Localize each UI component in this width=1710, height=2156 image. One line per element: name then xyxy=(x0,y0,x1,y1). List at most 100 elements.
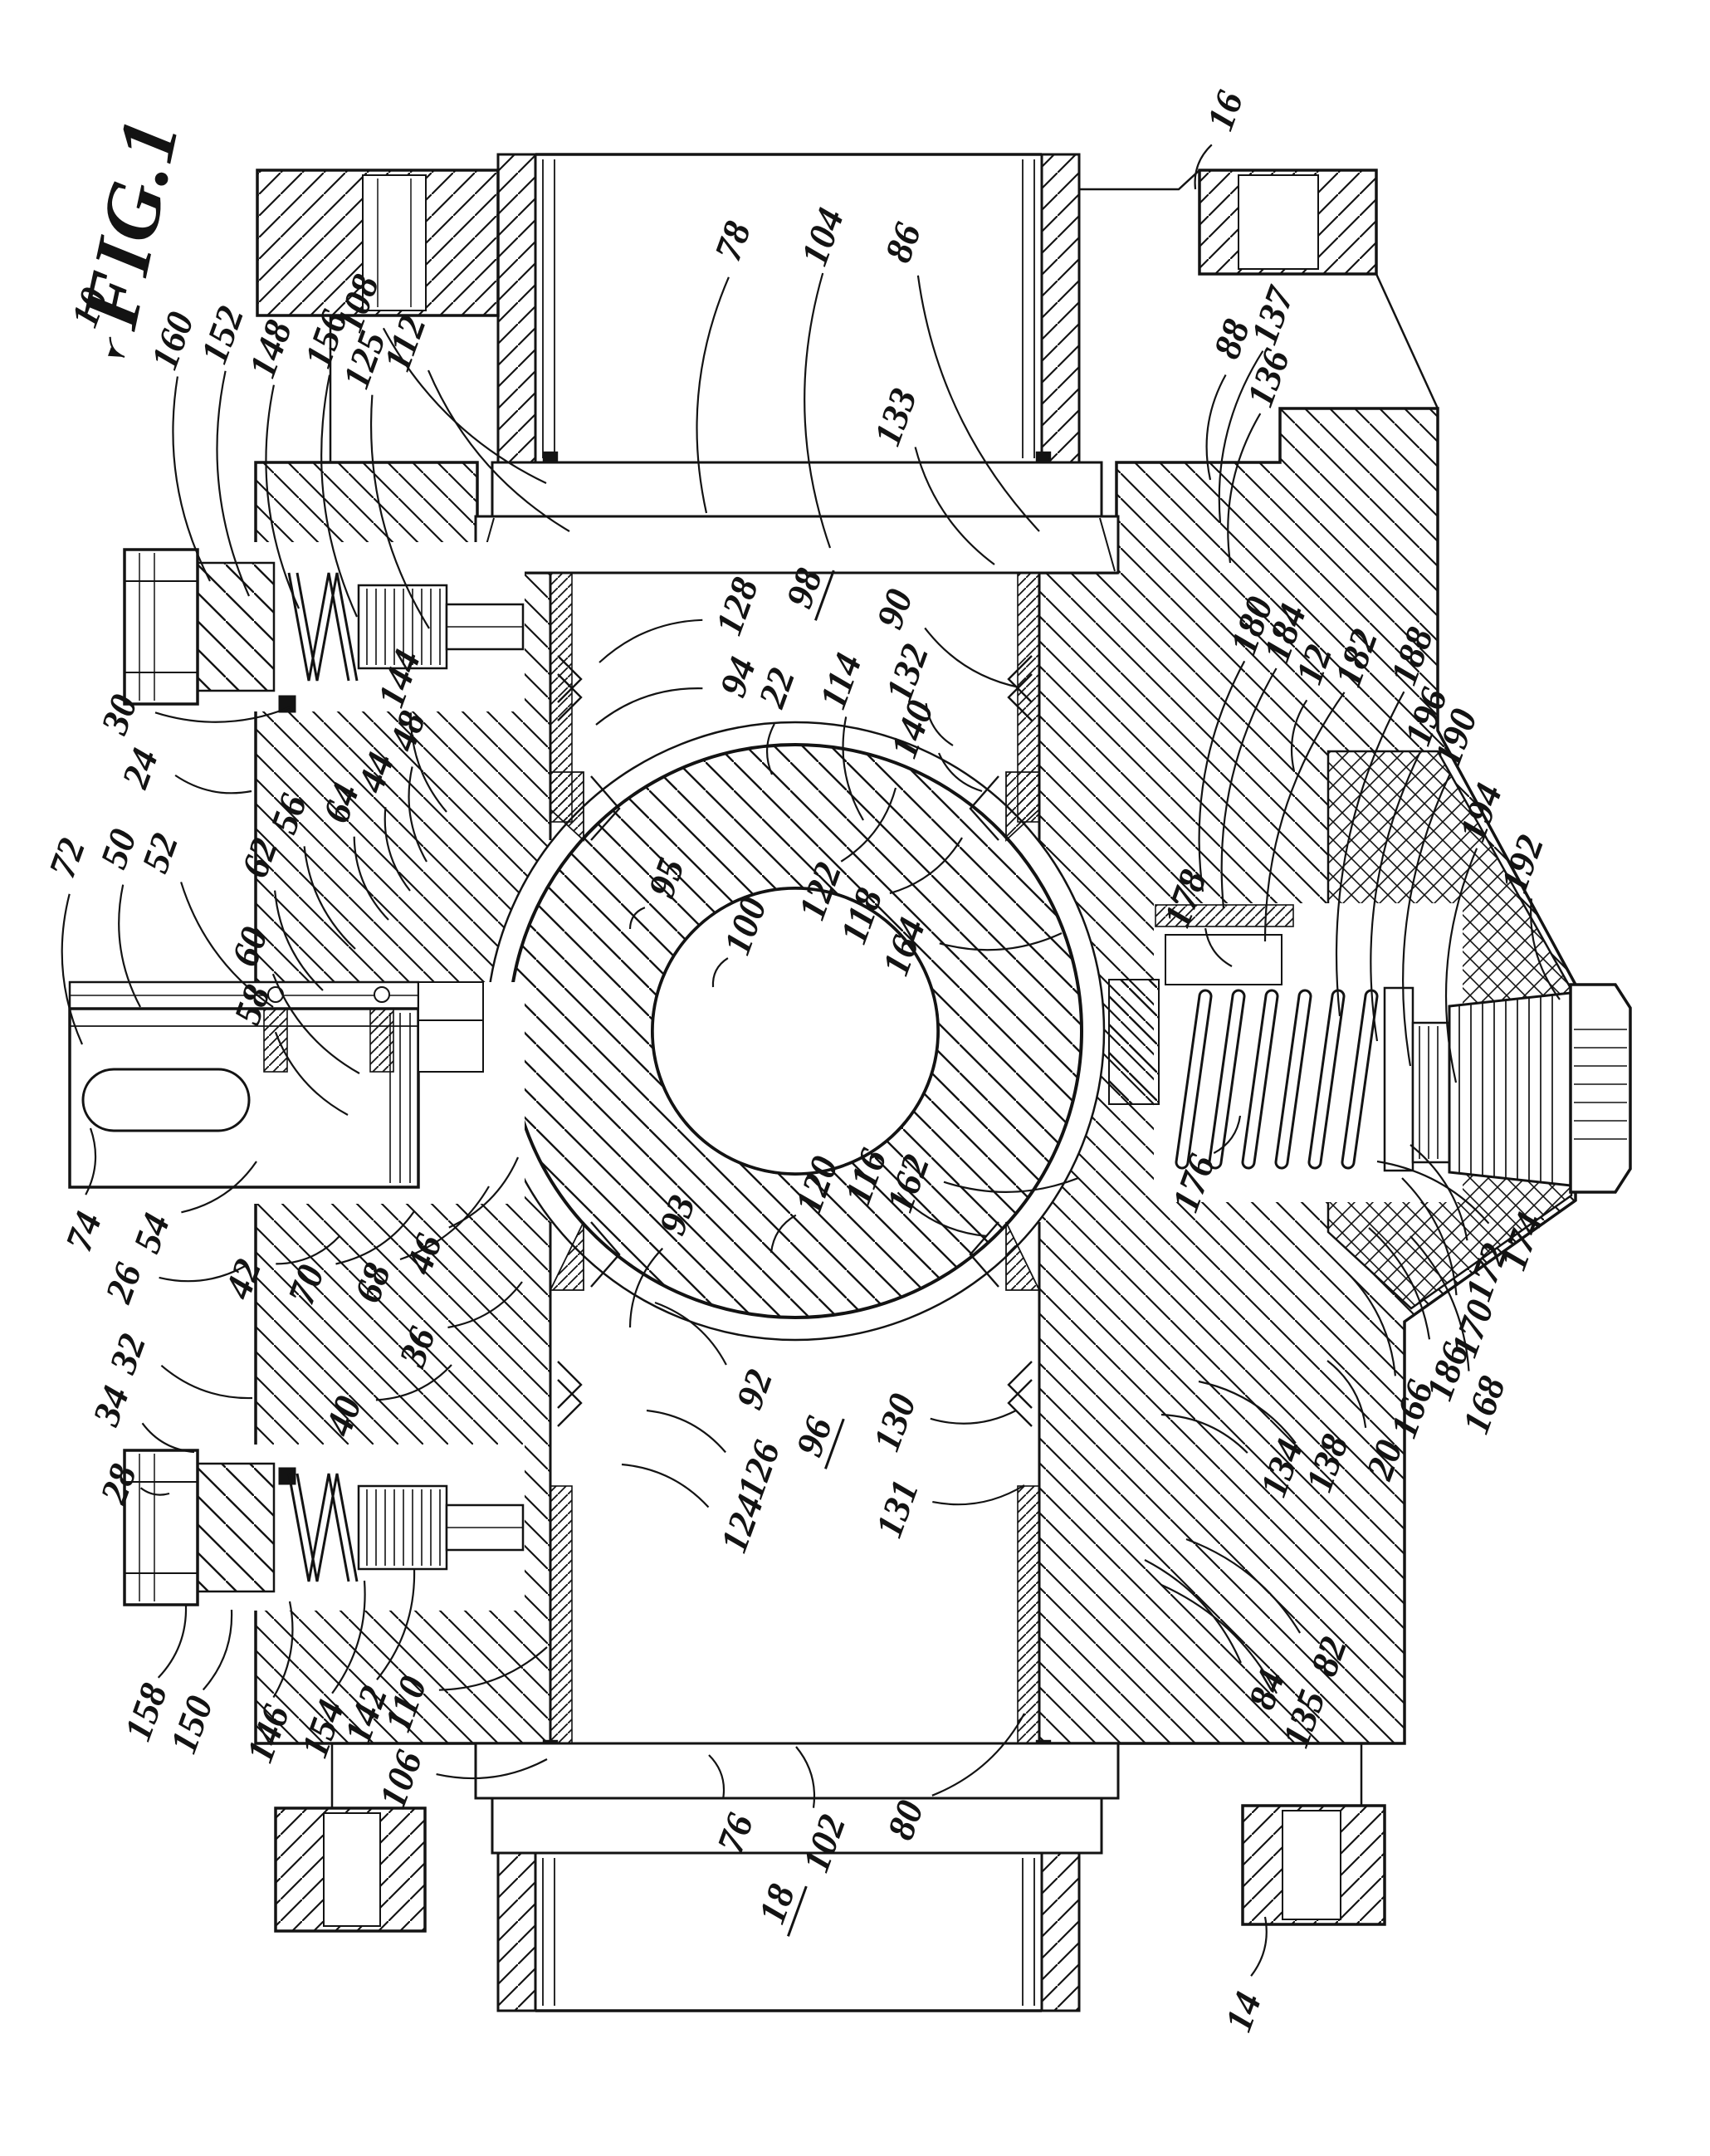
ref-label-78: 78 xyxy=(706,216,760,266)
bottom-flange-plate-upper xyxy=(474,1742,1120,1800)
seat-ring xyxy=(1108,979,1160,1105)
leader-150 xyxy=(202,1609,233,1691)
leader-62 xyxy=(274,890,324,991)
bottom-pipe-spool xyxy=(474,1742,1120,2012)
bolt-seal xyxy=(278,695,296,713)
leader-168 xyxy=(1410,1235,1470,1371)
ref-label-52: 52 xyxy=(134,828,187,878)
leader-44 xyxy=(384,807,411,892)
leader-174 xyxy=(1376,1160,1490,1225)
lower-bolt-assembly xyxy=(123,1445,525,1611)
leader-104 xyxy=(804,272,832,549)
leader-20 xyxy=(1326,1360,1367,1428)
leader-46 xyxy=(448,1156,520,1229)
stem-packing xyxy=(263,1008,288,1073)
svg-text:106: 106 xyxy=(371,1745,431,1813)
leader-lines xyxy=(61,144,1561,1977)
figure-title: FIG.1 xyxy=(65,110,196,336)
leader-16 xyxy=(1194,144,1213,190)
leader-54 xyxy=(181,1161,257,1214)
leader-82 xyxy=(1185,1538,1302,1634)
svg-text:16: 16 xyxy=(1199,86,1252,136)
leader-176 xyxy=(1213,1115,1242,1154)
leader-36 xyxy=(447,1281,523,1329)
leader-102 xyxy=(795,1746,816,1808)
gland-follower xyxy=(418,1019,484,1073)
ref-label-148: 148 xyxy=(241,315,300,383)
leader-172 xyxy=(1410,1144,1468,1241)
leader-138 xyxy=(1198,1380,1297,1445)
top-flange-plate-lower xyxy=(474,515,1120,574)
leader-114 xyxy=(842,716,864,821)
leader-108 xyxy=(382,327,547,484)
leader-12 xyxy=(1290,699,1308,772)
bolt-hex-head xyxy=(123,1449,199,1606)
leader-56 xyxy=(303,846,356,950)
bottom-flange-plate-lower xyxy=(491,1797,1103,1855)
svg-text:32: 32 xyxy=(100,1328,154,1380)
leader-160 xyxy=(172,376,211,582)
ref-label-34: 34 xyxy=(84,1381,137,1432)
leader-48 xyxy=(408,766,428,863)
leader-26 xyxy=(159,1264,247,1283)
leader-184 xyxy=(1220,667,1278,909)
svg-text:54: 54 xyxy=(125,1208,178,1259)
bolt-collar xyxy=(196,1462,276,1593)
upper-bolt-assembly xyxy=(123,542,525,713)
svg-text:52: 52 xyxy=(134,828,187,878)
leader-76 xyxy=(708,1754,726,1799)
svg-text:72: 72 xyxy=(41,833,94,883)
plug-hex-head xyxy=(1569,983,1632,1194)
ref-label-32: 32 xyxy=(100,1328,154,1380)
ref-label-54: 54 xyxy=(125,1208,178,1259)
svg-text:133: 133 xyxy=(866,383,926,451)
leader-95 xyxy=(628,907,646,930)
leader-192 xyxy=(1530,898,1561,1000)
bolt-seal xyxy=(278,1467,296,1485)
leader-180 xyxy=(1198,660,1246,892)
ref-label-72: 72 xyxy=(41,833,94,883)
leader-116 xyxy=(897,1191,988,1238)
leader-131 xyxy=(932,1484,1025,1506)
leader-32 xyxy=(160,1364,253,1400)
svg-text:50: 50 xyxy=(92,824,145,874)
leader-118 xyxy=(889,837,963,895)
belleville-washers xyxy=(296,1473,359,1582)
leader-154 xyxy=(331,1580,366,1694)
leader-88 xyxy=(1205,374,1227,481)
leader-30 xyxy=(154,706,291,723)
ref-label-152: 152 xyxy=(193,301,252,369)
ref-label-104: 104 xyxy=(793,203,853,271)
leader-14 xyxy=(1250,1916,1268,1977)
belleville-washers xyxy=(287,572,350,682)
leader-144 xyxy=(409,712,447,813)
leader-90 xyxy=(924,627,1020,689)
top-pipe-spool xyxy=(474,153,1120,574)
leader-164 xyxy=(939,932,1063,951)
top-flange-plate-upper xyxy=(491,461,1103,518)
seat-retainer-plate xyxy=(1155,904,1294,927)
bolt-collar xyxy=(196,561,276,692)
flange-block-bottom-left xyxy=(274,1743,427,1933)
leader-136 xyxy=(1227,413,1262,564)
leader-122 xyxy=(840,787,897,863)
svg-text:112: 112 xyxy=(375,310,434,376)
leader-72 xyxy=(61,893,84,1045)
leader-190 xyxy=(1402,773,1452,1067)
leader-120 xyxy=(770,1214,797,1254)
svg-text:78: 78 xyxy=(706,216,760,266)
leader-158 xyxy=(157,1605,188,1679)
leader-196 xyxy=(1370,752,1421,1042)
leader-188 xyxy=(1335,691,1405,1017)
leader-74 xyxy=(85,1127,97,1195)
ref-label-14: 14 xyxy=(1217,1987,1270,2037)
flange-block-top-right xyxy=(1079,169,1439,409)
leader-162 xyxy=(943,1176,1079,1193)
leader-22 xyxy=(765,723,775,775)
leader-68 xyxy=(399,1186,490,1261)
leader-128 xyxy=(598,618,703,663)
bolt-hex-head xyxy=(123,548,199,706)
ref-label-26: 26 xyxy=(96,1258,149,1309)
leader-42 xyxy=(276,1235,340,1265)
